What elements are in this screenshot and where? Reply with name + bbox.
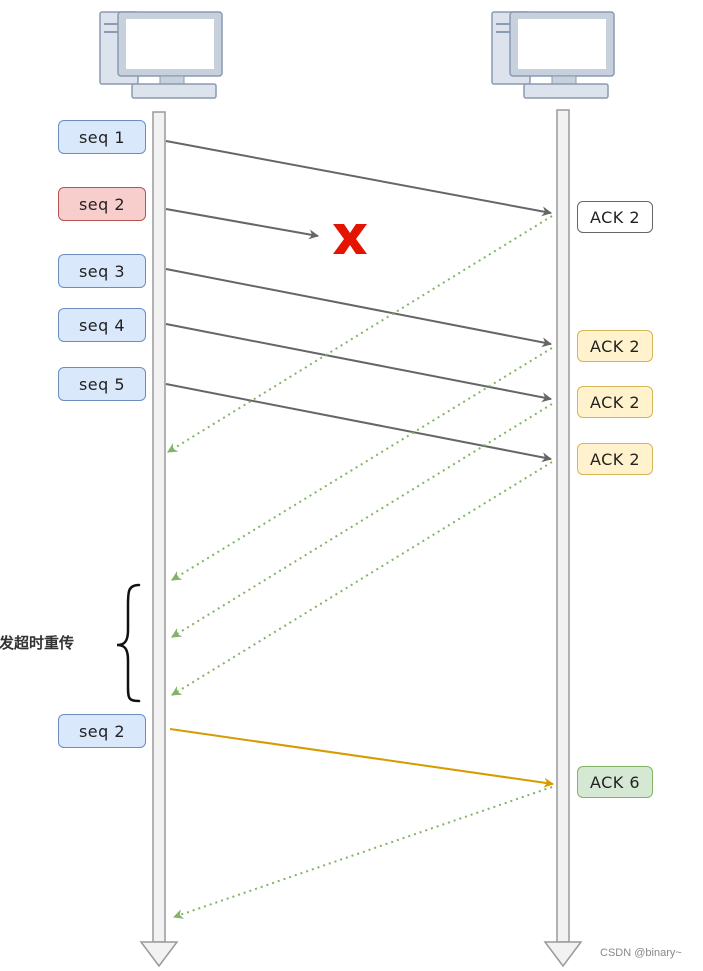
seq2-retransmit-arrow bbox=[169, 728, 554, 788]
ack-arrow-4 bbox=[171, 461, 553, 696]
receiver-lifeline bbox=[543, 109, 583, 968]
ack-box-2: ACK 2 bbox=[577, 330, 653, 362]
packet-lost-marker bbox=[333, 224, 367, 254]
packet-seq-5: seq 5 bbox=[58, 367, 146, 401]
receiver-computer-icon bbox=[491, 11, 615, 99]
watermark: CSDN @binary~ bbox=[600, 947, 682, 959]
ack-box-4: ACK 2 bbox=[577, 443, 653, 475]
seq4-arrow bbox=[165, 323, 552, 403]
sender-computer-icon bbox=[99, 11, 223, 99]
seq5-arrow bbox=[165, 383, 552, 463]
ack-box-6: ACK 6 bbox=[577, 766, 653, 798]
packet-seq-2-retransmit: seq 2 bbox=[58, 714, 146, 748]
ack-box-1: ACK 2 bbox=[577, 201, 653, 233]
packet-seq-4: seq 4 bbox=[58, 308, 146, 342]
ack-arrow-2 bbox=[171, 347, 553, 581]
ack-arrow-3 bbox=[171, 403, 553, 638]
seq3-arrow bbox=[165, 268, 552, 348]
packet-seq-2-lost: seq 2 bbox=[58, 187, 146, 221]
packet-seq-1: seq 1 bbox=[58, 120, 146, 154]
packet-seq-3: seq 3 bbox=[58, 254, 146, 288]
retransmit-label: 触发超时重传 bbox=[0, 634, 75, 652]
sender-lifeline bbox=[139, 111, 179, 968]
seq2-lost-arrow bbox=[165, 208, 319, 240]
ack-box-3: ACK 2 bbox=[577, 386, 653, 418]
ack6-arrow bbox=[173, 786, 553, 919]
retransmit-brace bbox=[116, 583, 141, 703]
seq1-arrow bbox=[165, 140, 552, 217]
